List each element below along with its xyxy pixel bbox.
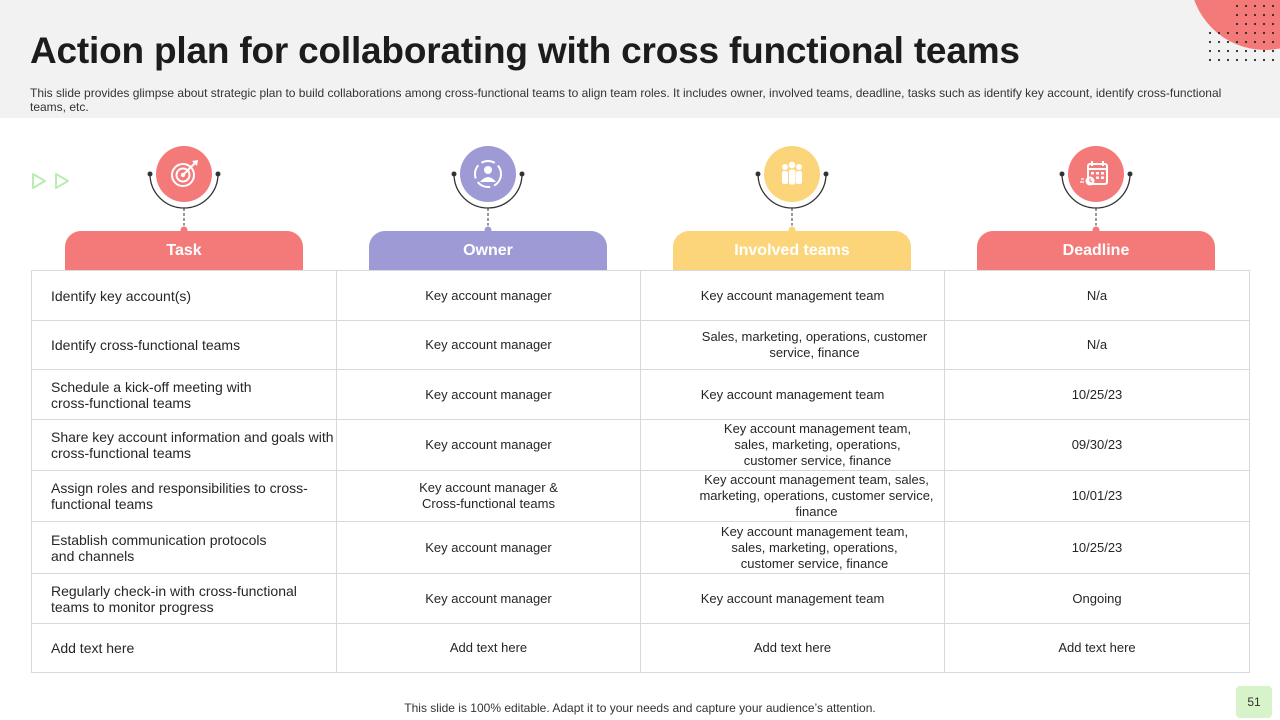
- task-cell: Schedule a kick-off meeting with cross-f…: [31, 369, 337, 420]
- table-row: Assign roles and responsibilities to cro…: [31, 470, 1250, 522]
- slide-subtitle: This slide provides glimpse about strate…: [30, 86, 1222, 114]
- involved-teams-cell: Sales, marketing, operations, customer s…: [640, 320, 945, 370]
- deadline-cell: N/a: [944, 270, 1250, 321]
- team-owner-icon: [460, 146, 516, 202]
- tab-involved-teams: Involved teams: [673, 231, 911, 270]
- deadline-cell: N/a: [944, 320, 1250, 370]
- page-number-badge: 51: [1236, 686, 1272, 718]
- target-icon: [156, 146, 212, 202]
- action-plan-table: Identify key account(s) Key account mana…: [31, 270, 1250, 673]
- tab-deadline: Deadline: [977, 231, 1215, 270]
- deadline-cell: 10/25/23: [944, 521, 1250, 574]
- task-cell: Add text here: [31, 623, 337, 673]
- owner-cell: Key account manager: [336, 270, 641, 321]
- involved-teams-cell: Key account management team, sales, mark…: [640, 521, 945, 574]
- task-cell: Share key account information and goals …: [31, 419, 337, 471]
- calendar-icon: [1068, 146, 1124, 202]
- connector-arc: [755, 171, 829, 235]
- owner-cell: Key account manager & Cross-functional t…: [336, 470, 641, 522]
- column-header-involved-teams: Involved teams: [673, 145, 911, 270]
- involved-teams-cell: Key account management team: [640, 270, 945, 321]
- task-cell: Identify cross-functional teams: [31, 320, 337, 370]
- table-row: Schedule a kick-off meeting with cross-f…: [31, 369, 1250, 420]
- tab-owner: Owner: [369, 231, 607, 270]
- slide-header: Action plan for collaborating with cross…: [0, 0, 1280, 118]
- deadline-cell: Add text here: [944, 623, 1250, 673]
- column-header-task: Task: [65, 145, 303, 270]
- slide-footer: This slide is 100% editable. Adapt it to…: [404, 701, 876, 715]
- slide-title: Action plan for collaborating with cross…: [30, 30, 1020, 71]
- owner-cell: Key account manager: [336, 369, 641, 420]
- task-cell: Identify key account(s): [31, 270, 337, 321]
- owner-cell: Key account manager: [336, 419, 641, 471]
- owner-cell: Key account manager: [336, 573, 641, 624]
- involved-teams-cell: Key account management team, sales, mark…: [640, 470, 945, 522]
- task-cell: Establish communication protocols and ch…: [31, 521, 337, 574]
- column-header-deadline: Deadline: [977, 145, 1215, 270]
- owner-cell: Key account manager: [336, 521, 641, 574]
- owner-cell: Key account manager: [336, 320, 641, 370]
- deadline-cell: 09/30/23: [944, 419, 1250, 471]
- connector-arc: [451, 171, 525, 235]
- column-header-owner: Owner: [369, 145, 607, 270]
- involved-teams-cell: Key account management team: [640, 369, 945, 420]
- table-row: Identify key account(s) Key account mana…: [31, 270, 1250, 321]
- group-icon: [764, 146, 820, 202]
- deadline-cell: 10/25/23: [944, 369, 1250, 420]
- involved-teams-cell: Key account management team, sales, mark…: [640, 419, 945, 471]
- involved-teams-cell: Add text here: [640, 623, 945, 673]
- tab-task: Task: [65, 231, 303, 270]
- involved-teams-cell: Key account management team: [640, 573, 945, 624]
- table-row: Identify cross-functional teams Key acco…: [31, 320, 1250, 370]
- deadline-cell: Ongoing: [944, 573, 1250, 624]
- table-row: Establish communication protocols and ch…: [31, 521, 1250, 574]
- dot-grid-decor: [1208, 4, 1275, 62]
- owner-cell: Add text here: [336, 623, 641, 673]
- deadline-cell: 10/01/23: [944, 470, 1250, 522]
- table-row: Regularly check-in with cross-functional…: [31, 573, 1250, 624]
- play-arrows-icon: [32, 173, 69, 189]
- task-cell: Regularly check-in with cross-functional…: [31, 573, 337, 624]
- task-cell: Assign roles and responsibilities to cro…: [31, 470, 337, 522]
- table-row: Share key account information and goals …: [31, 419, 1250, 471]
- table-row: Add text here Add text here Add text her…: [31, 623, 1250, 673]
